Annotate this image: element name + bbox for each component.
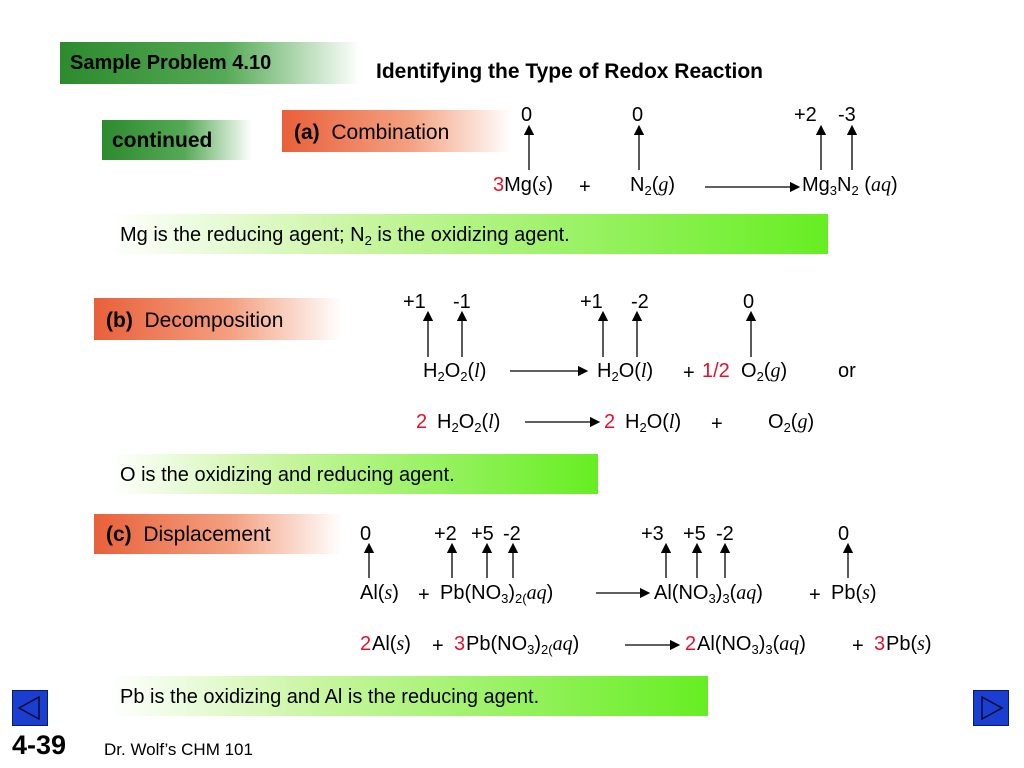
equation-c1-plus1: + — [418, 584, 430, 606]
previous-slide-button[interactable] — [12, 690, 48, 726]
statement-c: Pb is the oxidizing and Al is the reduci… — [120, 686, 540, 708]
ox-c-7: -2 — [716, 523, 734, 545]
equation-c1-reactant2: Pb(NO3)2(aq) — [440, 582, 554, 606]
equation-c2-product2: Pb(s) — [886, 633, 932, 655]
slide-title: Identifying the Type of Redox Reaction — [376, 60, 763, 83]
equation-b2-coef1: 2 — [416, 411, 428, 433]
equation-b2-reactant: H2O2(l) — [437, 411, 501, 435]
equation-b2-product2: O2(g) — [768, 411, 815, 435]
equation-c1-product1: Al(NO3)3(aq) — [654, 582, 763, 606]
course-label: Dr. Wolf’s CHM 101 — [104, 740, 253, 759]
equation-c1-reactant1: Al(s) — [360, 582, 399, 604]
part-c-type: Displacement — [143, 523, 271, 546]
part-b-letter: (b) — [106, 309, 133, 332]
ox-c-3: +5 — [471, 523, 494, 545]
equation-a-reactant1: 3Mg(s) — [493, 174, 554, 196]
slide-number: 4-39 — [12, 730, 67, 760]
statement-a-bar: Mg is the reducing agent; N2 is the oxid… — [110, 214, 828, 254]
continued-label: continued — [112, 129, 213, 152]
equation-c2-coef4: 3 — [874, 633, 886, 655]
ox-c-2: +2 — [434, 523, 457, 545]
part-a-type: Combination — [331, 121, 450, 144]
ox-a-2: 0 — [632, 104, 644, 126]
ox-b-3: +1 — [580, 291, 603, 313]
equation-b1-reactant: H2O2(l) — [423, 360, 487, 384]
ox-c-1: 0 — [360, 523, 372, 545]
part-b-tag: (b) Decomposition — [94, 298, 342, 340]
equation-c1-product2: Pb(s) — [831, 582, 877, 604]
ox-c-6: +5 — [683, 523, 706, 545]
ox-a-4: -3 — [838, 104, 856, 126]
ox-a-3: +2 — [794, 104, 817, 126]
part-c-tag: (c) Displacement — [94, 514, 342, 554]
sample-problem-label: Sample Problem 4.10 — [70, 52, 272, 74]
ox-b-2: -1 — [453, 291, 471, 313]
equation-b1-or: or — [838, 360, 856, 382]
equation-c2-plus2: + — [852, 635, 864, 657]
equation-c2-product1: Al(NO3)3(aq) — [697, 633, 806, 657]
continued-tag: continued — [102, 120, 252, 160]
equation-b1-plus: + — [683, 362, 695, 384]
equation-c2-reactant2: Pb(NO3)2(aq) — [466, 633, 580, 657]
equation-a-product: Mg3N2 (aq) — [802, 174, 898, 198]
equation-c2-plus1: + — [432, 635, 444, 657]
sample-problem-tag: Sample Problem 4.10 — [60, 42, 360, 84]
equation-b2-product1: H2O(l) — [625, 411, 682, 435]
ox-b-5: 0 — [743, 291, 755, 313]
statement-a: Mg is the reducing agent; N2 is the oxid… — [120, 224, 570, 248]
part-b-type: Decomposition — [144, 309, 284, 332]
ox-c-8: 0 — [838, 523, 850, 545]
ox-b-4: -2 — [631, 291, 649, 313]
statement-c-bar: Pb is the oxidizing and Al is the reduci… — [110, 676, 708, 716]
equation-b2-coef2: 2 — [604, 411, 616, 433]
part-a-tag: (a) Combination — [282, 110, 512, 152]
part-c-letter: (c) — [106, 523, 132, 546]
equation-b1-coef: 1/2 — [702, 360, 730, 382]
equation-c2-coef2: 3 — [454, 633, 466, 655]
equation-c2-coef1: 2 — [360, 633, 372, 655]
triangle-left-icon — [17, 695, 40, 721]
equation-a-plus: + — [579, 176, 591, 198]
ox-b-1: +1 — [403, 291, 426, 313]
statement-b-bar: O is the oxidizing and reducing agent. — [110, 454, 598, 494]
ox-c-5: +3 — [641, 523, 664, 545]
equation-a-reactant2: N2(g) — [630, 174, 676, 198]
equation-b2-plus: + — [711, 413, 723, 435]
statement-b: O is the oxidizing and reducing agent. — [120, 464, 455, 486]
equation-b1-product1: H2O(l) — [597, 360, 654, 384]
equation-c1-plus2: + — [809, 584, 821, 606]
ox-a-1: 0 — [521, 104, 533, 126]
ox-c-4: -2 — [503, 523, 521, 545]
equation-c2-coef3: 2 — [685, 633, 697, 655]
next-slide-button[interactable] — [973, 690, 1009, 726]
part-a-letter: (a) — [294, 121, 320, 144]
triangle-right-icon — [981, 695, 1004, 721]
equation-b1-product2: O2(g) — [741, 360, 788, 384]
equation-c2-reactant1: Al(s) — [372, 633, 411, 655]
